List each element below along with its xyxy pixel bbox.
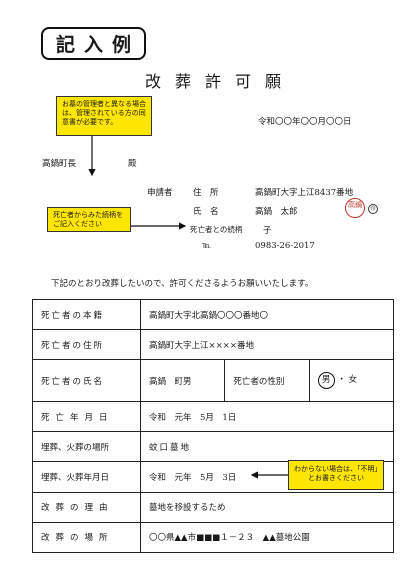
new-place-value: 〇〇県▲▲市■■■１－２３ ▲▲墓地公園 xyxy=(140,521,394,554)
unknown-note: わからない場合は、「不明」とお書きください xyxy=(288,460,384,490)
addressee-name: 高鍋町長 xyxy=(42,159,77,169)
table-row: 死亡年月日 令和 元年 5月 1日 xyxy=(32,401,394,433)
new-place-label: 改葬の場所 xyxy=(32,521,141,554)
sex-male-circled: 男 xyxy=(317,372,335,390)
seal-stamp: 高鍋 xyxy=(345,198,365,218)
manager-consent-note: お墓の管理者と異なる場合は、管理されている方の同意書が必要です。 xyxy=(56,96,152,136)
burial-date-label: 埋葬、火葬年月日 xyxy=(32,461,141,493)
death-date-value: 令和 元年 5月 1日 xyxy=(140,401,394,433)
page-title: 改葬許可願 xyxy=(144,72,295,91)
addressee-honorific: 殿 xyxy=(128,159,137,169)
permit-table: 死亡者の本籍 高鍋町大字北高鍋〇〇〇番地〇 死亡者の住所 高鍋町大字上江××××… xyxy=(32,298,395,554)
death-date-label: 死亡年月日 xyxy=(32,401,141,433)
domicile-label: 死亡者の本籍 xyxy=(32,298,141,331)
tel-value: 0983-26-2017 xyxy=(255,241,315,251)
request-text: 下記のとおり改葬したいので、許可くださるようお願いいたします。 xyxy=(51,279,314,289)
application-date: 令和〇〇年〇〇月〇〇日 xyxy=(258,117,352,127)
address-label: 死亡者の住所 xyxy=(32,329,141,361)
seal-mark: ㊞ xyxy=(368,204,378,214)
relationship-note: 死亡者からみた続柄をご記入ください xyxy=(47,207,131,232)
tel-label: ℡ xyxy=(202,241,212,251)
relation-value: 子 xyxy=(263,226,272,236)
sex-label: 死亡者の性別 xyxy=(224,359,310,403)
table-row: 改葬の場所 〇〇県▲▲市■■■１－２３ ▲▲墓地公園 xyxy=(32,521,394,554)
table-row: 死亡者の本籍 高鍋町大字北高鍋〇〇〇番地〇 xyxy=(32,298,394,331)
sex-separator: ・ xyxy=(337,375,346,386)
name-label: 死亡者の氏名 xyxy=(32,359,141,403)
sample-badge: 記入例 xyxy=(41,27,146,60)
applicant-address-label: 住 所 xyxy=(193,188,219,198)
sex-female: 女 xyxy=(348,375,358,386)
address-value: 高鍋町大字上江××××番地 xyxy=(140,329,394,361)
applicant-address: 高鍋町大字上江8437番地 xyxy=(255,188,354,198)
table-row: 死亡者の住所 高鍋町大字上江××××番地 xyxy=(32,329,394,361)
applicant-role-label: 申請者 xyxy=(147,188,173,198)
domicile-value: 高鍋町大字北高鍋〇〇〇番地〇 xyxy=(140,298,394,331)
applicant-name: 高鍋 太郎 xyxy=(255,207,298,217)
relation-label: 死亡者との続柄 xyxy=(190,225,243,234)
applicant-name-label: 氏 名 xyxy=(193,207,219,217)
table-row: 改葬の理由 墓地を移設するため xyxy=(32,491,394,523)
